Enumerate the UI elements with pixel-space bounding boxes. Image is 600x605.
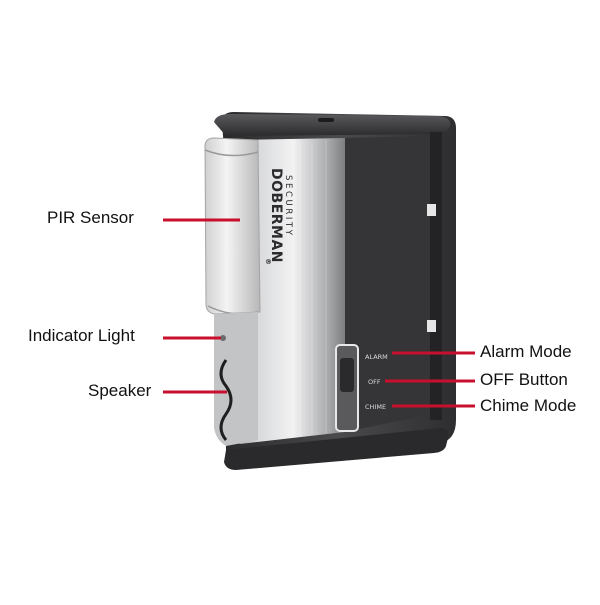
brand-name: DOBERMAN bbox=[268, 168, 284, 263]
base bbox=[224, 428, 449, 470]
speaker-grille bbox=[219, 359, 233, 441]
callout-off-button: OFF Button bbox=[480, 370, 568, 389]
lower-front bbox=[214, 312, 258, 446]
top-cap bbox=[214, 114, 451, 136]
leader-lines bbox=[163, 218, 475, 408]
callout-pir-sensor: PIR Sensor bbox=[47, 208, 134, 227]
side-rail bbox=[430, 132, 442, 420]
callout-speaker: Speaker bbox=[88, 381, 152, 400]
pir-lens bbox=[204, 137, 261, 315]
switch-label-alarm: ALARM bbox=[365, 353, 388, 361]
brand-sub: SECURITY bbox=[283, 175, 293, 238]
latch-bottom bbox=[427, 320, 436, 332]
callout-alarm-mode: Alarm Mode bbox=[480, 342, 572, 361]
switch-label-chime: CHIME bbox=[365, 403, 386, 411]
latch-top bbox=[427, 204, 436, 216]
callout-indicator-light: Indicator Light bbox=[28, 326, 135, 345]
brushed-texture bbox=[299, 140, 327, 436]
face-panel bbox=[345, 136, 432, 432]
callout-chime-mode: Chime Mode bbox=[480, 396, 577, 415]
indicator-led bbox=[220, 335, 226, 341]
registered-mark: ® bbox=[264, 258, 272, 265]
mode-switch-knob[interactable] bbox=[340, 358, 354, 392]
switch-label-off: OFF bbox=[368, 378, 381, 386]
lens-rim bbox=[204, 149, 259, 157]
top-slot bbox=[318, 118, 334, 122]
